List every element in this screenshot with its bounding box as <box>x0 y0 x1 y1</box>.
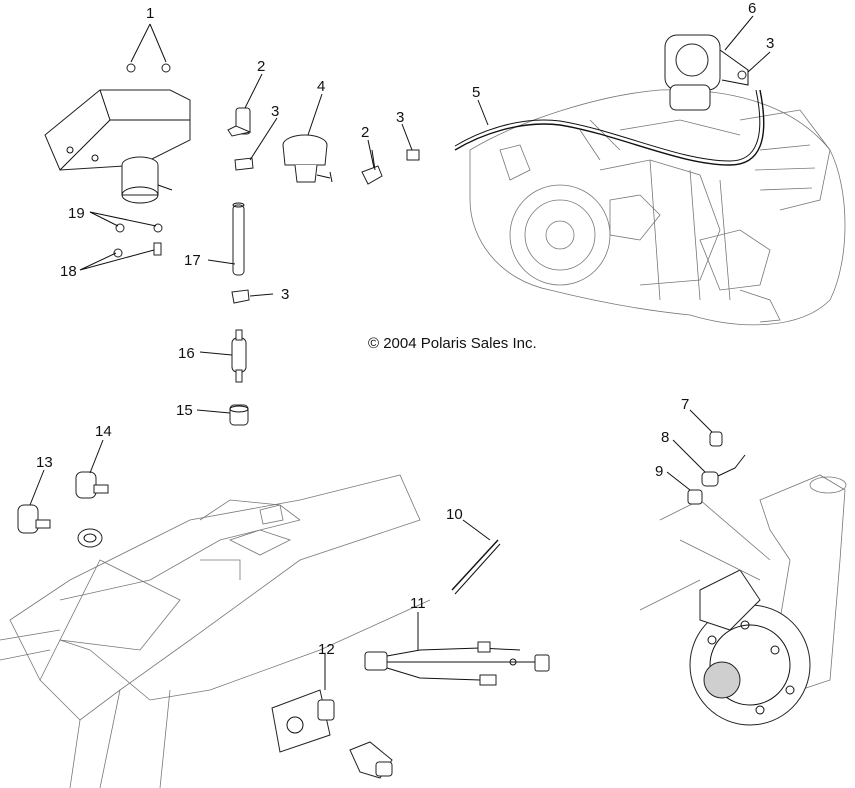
callout-5: 5 <box>472 84 480 101</box>
rod <box>451 539 499 591</box>
callout-3d: 3 <box>281 286 289 303</box>
elbow-fitting-left <box>227 107 252 137</box>
bleeder-cap <box>709 431 723 447</box>
callout-8: 8 <box>661 429 669 446</box>
callout-14: 14 <box>95 423 112 440</box>
vent-tube <box>232 202 245 276</box>
brake-hub-assembly <box>639 474 847 726</box>
callout-10: 10 <box>446 506 463 523</box>
mounting-bracket <box>44 63 191 204</box>
mounting-plate <box>271 689 335 753</box>
wiring-harness <box>364 641 550 686</box>
callout-12: 12 <box>318 641 335 658</box>
washers-18-19 <box>113 223 163 258</box>
callout-3b: 3 <box>396 109 404 126</box>
hose-clamp-lower <box>231 289 250 304</box>
callout-11: 11 <box>410 595 426 612</box>
callout-7: 7 <box>681 396 689 413</box>
pressure-sensor <box>349 741 393 779</box>
callout-6: 6 <box>748 0 756 17</box>
callout-13: 13 <box>36 454 53 471</box>
sensor-grommet <box>687 489 703 505</box>
copyright-notice: © 2004 Polaris Sales Inc. <box>368 335 537 352</box>
callout-3a: 3 <box>271 103 279 120</box>
fitting-14 <box>75 471 109 548</box>
frame-assembly <box>0 474 431 788</box>
leader-lines <box>29 15 771 690</box>
engine-assembly <box>469 34 846 326</box>
callout-18: 18 <box>60 263 77 280</box>
callout-3c: 3 <box>766 35 774 52</box>
callout-15: 15 <box>176 402 193 419</box>
callout-16: 16 <box>178 345 195 362</box>
callout-labels: 1 2 3 4 3 2 3 5 6 3 19 18 17 3 16 15 14 … <box>36 0 774 658</box>
hose-clamp-right <box>406 149 420 161</box>
callout-2a: 2 <box>257 58 265 75</box>
callout-9: 9 <box>655 463 663 480</box>
callout-19: 19 <box>68 205 85 222</box>
callout-2b: 2 <box>361 124 369 141</box>
elbow-fitting-right <box>361 149 383 185</box>
callout-1: 1 <box>146 5 154 22</box>
relay-valve <box>282 134 333 183</box>
hose-clamp <box>234 157 254 171</box>
callout-17: 17 <box>184 252 201 269</box>
fitting-13 <box>17 504 51 534</box>
callout-4: 4 <box>317 78 325 95</box>
grommet <box>229 404 249 426</box>
inline-filter <box>231 329 247 383</box>
speed-sensor <box>701 454 746 487</box>
vent-hose <box>454 89 765 166</box>
